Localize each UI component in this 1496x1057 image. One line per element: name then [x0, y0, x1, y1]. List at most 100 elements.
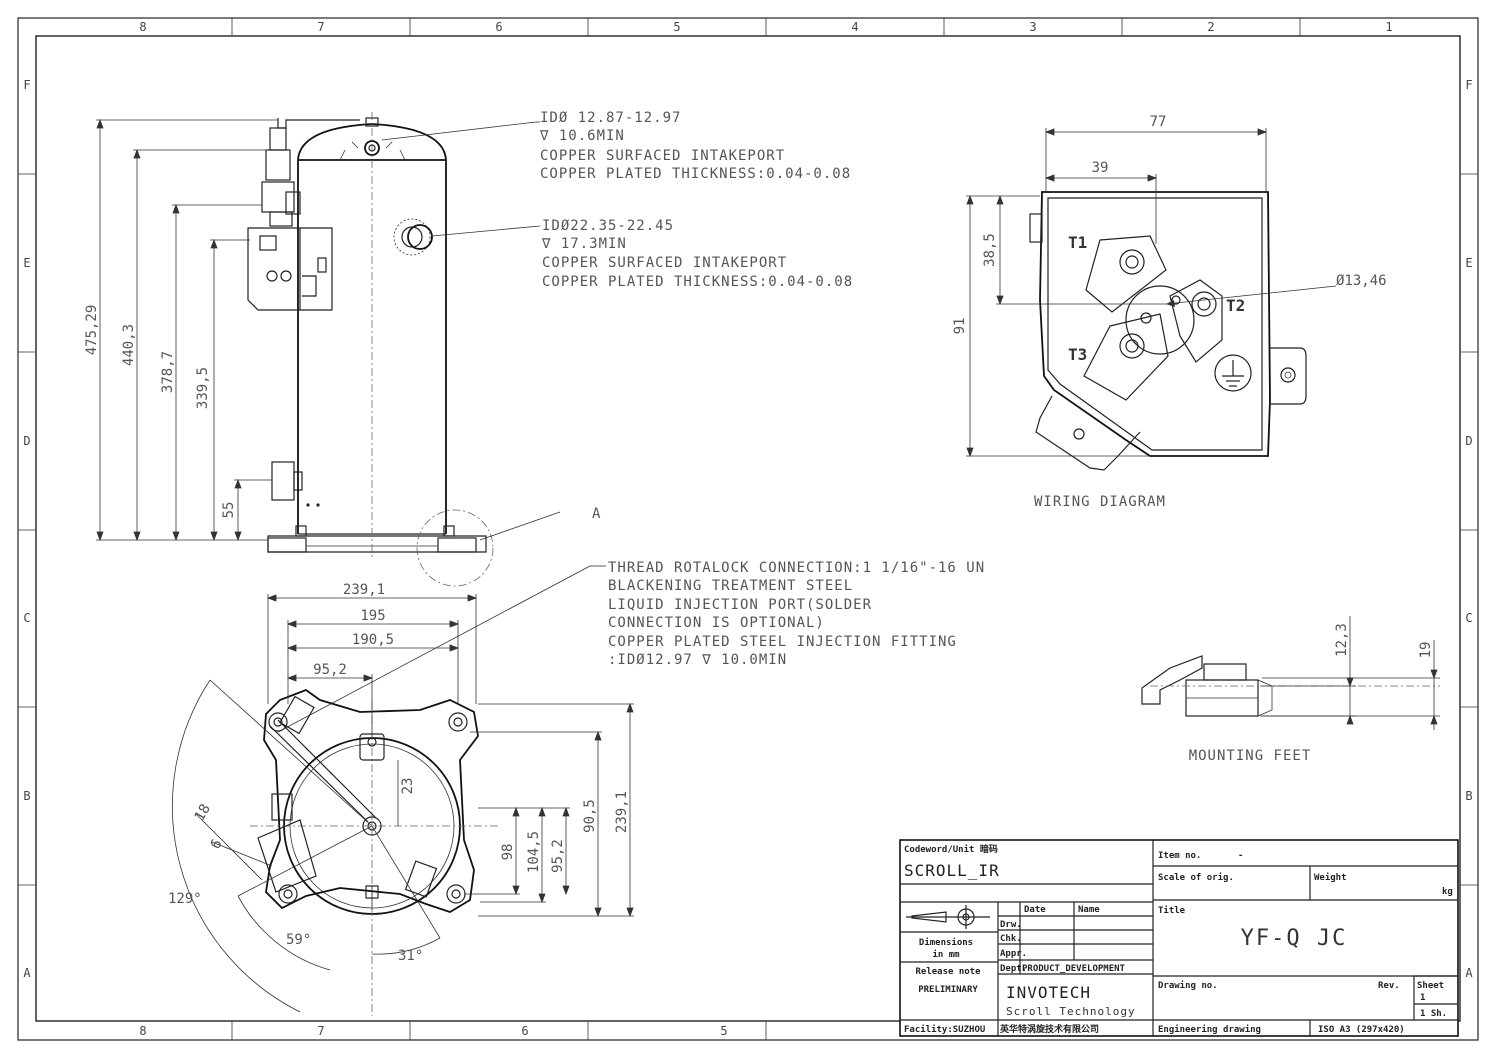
tb-weight-unit: kg: [1442, 887, 1453, 897]
wiring-diagram: [1029, 191, 1337, 471]
zone-top-7: 7: [317, 20, 324, 34]
tb-release-value: PRELIMINARY: [918, 985, 978, 995]
wiring-dimensions: [966, 128, 1268, 458]
dim-top-239: 239,1: [343, 582, 385, 598]
terminal-t1-label: T1: [1068, 233, 1087, 252]
detail-a-label: A: [592, 506, 601, 522]
tb-codeword-label: Codeword/Unit 暗码: [904, 843, 998, 855]
thread-note-line-4: CONNECTION IS OPTIONAL): [608, 615, 825, 631]
tb-name-label: Name: [1078, 905, 1100, 915]
thread-note-line-6: :IDØ12.97 ∇ 10.0MIN: [608, 652, 787, 668]
tb-sheet-total: 1 Sh.: [1420, 1009, 1447, 1019]
tb-release-label: Release note: [915, 967, 981, 977]
mount-dim-19: 19: [1418, 642, 1434, 659]
tb-eng-label: Engineering drawing: [1158, 1024, 1261, 1035]
wiring-dim-77: 77: [1150, 114, 1167, 130]
zone-top-8: 8: [139, 20, 146, 34]
zone-top-6: 6: [495, 20, 502, 34]
tb-dept: Dept.: [1000, 964, 1027, 974]
zone-bottom-5: 5: [720, 1024, 727, 1038]
mounting-dimensions: [1260, 616, 1440, 730]
tb-item-value: -: [1238, 851, 1243, 861]
tb-title: YF-Q JC: [1241, 926, 1348, 951]
wiring-dim-diameter: Ø13,46: [1336, 273, 1387, 289]
callout-side-line-2: ∇ 17.3MIN: [541, 236, 627, 252]
tb-sheet-value: 1: [1420, 993, 1425, 1003]
thread-note-line-2: BLACKENING TREATMENT STEEL: [608, 578, 853, 594]
angle-59: 59°: [286, 932, 311, 948]
top-terminal-box: [257, 819, 317, 893]
terminal-t3-block: [1083, 313, 1169, 401]
tb-drw: Drw.: [1000, 920, 1022, 930]
dim-23: 23: [400, 778, 416, 795]
top-view: [250, 688, 500, 1016]
terminal-t2-block: [1169, 279, 1223, 363]
dim-right-95: 95,2: [550, 839, 566, 873]
callout-top-line-1: IDØ 12.87-12.97: [540, 110, 681, 126]
zone-right-d: D: [1465, 434, 1472, 448]
side-intake-port: [407, 224, 433, 250]
injection-fitting: [271, 461, 295, 501]
terminal-cover: [1039, 191, 1271, 457]
side-view-dimensions: [96, 118, 278, 542]
outer-frame: [17, 17, 1479, 1041]
projection-symbol-icon: [906, 905, 990, 929]
arc-129: [172, 679, 301, 1013]
dim-right-98: 98: [500, 844, 516, 861]
dim-18: 18: [192, 801, 214, 824]
callout-side-line-4: COPPER PLATED THICKNESS:0.04-0.08: [542, 274, 853, 290]
terminal-box: [247, 227, 301, 311]
title-block: [899, 839, 1459, 1037]
dim-6: 6: [208, 837, 226, 852]
callout-top-line-4: COPPER PLATED THICKNESS:0.04-0.08: [540, 166, 851, 182]
dim-top-95: 95,2: [313, 662, 347, 678]
dim-440: 440,3: [121, 324, 137, 366]
dim-right-239: 239,1: [614, 791, 630, 833]
tb-company: INVOTECH: [1006, 983, 1091, 1002]
zone-right-e: E: [1465, 256, 1472, 270]
tb-date-label: Date: [1024, 905, 1046, 915]
dim-right-104: 104,5: [526, 831, 542, 873]
callout-leader-2: [431, 225, 541, 237]
callout-leader-1: [381, 121, 540, 141]
zone-left-f: F: [23, 78, 30, 92]
angle-31: 31°: [398, 948, 423, 964]
zone-right-c: C: [1465, 611, 1472, 625]
tb-drawing-no-label: Drawing no.: [1158, 980, 1218, 991]
zone-right-b: B: [1465, 789, 1472, 803]
zone-right-f: F: [1465, 78, 1472, 92]
zone-left-d: D: [23, 434, 30, 448]
wiring-diagram-label: WIRING DIAGRAM: [1034, 494, 1166, 510]
tb-format: ISO A3 (297x420): [1318, 1025, 1405, 1035]
thread-note-line-5: COPPER PLATED STEEL INJECTION FITTING: [608, 634, 957, 650]
tb-weight-label: Weight: [1314, 872, 1347, 883]
mounting-feet: [1141, 655, 1440, 717]
thread-note-leader: [277, 565, 606, 733]
zone-right-a: A: [1465, 966, 1473, 980]
wiring-dim-91: 91: [952, 318, 968, 335]
zone-top-1: 1: [1385, 20, 1392, 34]
tb-codeword: SCROLL_IR: [904, 861, 1000, 880]
tb-facility: Facility:SUZHOU: [904, 1024, 985, 1035]
detail-a-circle: [416, 509, 494, 587]
side-view: A: [247, 112, 601, 587]
zone-top-3: 3: [1029, 20, 1036, 34]
thread-note-line-3: LIQUID INJECTION PORT(SOLDER: [608, 597, 872, 613]
dim-top-195: 195: [360, 608, 385, 624]
terminal-t3-label: T3: [1068, 345, 1087, 364]
zone-left-c: C: [23, 611, 30, 625]
inner-frame: [35, 35, 1461, 1022]
mounting-feet-label: MOUNTING FEET: [1189, 748, 1312, 764]
thread-note-line-1: THREAD ROTALOCK CONNECTION:1 1/16"-16 UN: [608, 560, 985, 576]
tb-dept-value: PRODUCT_DEVELOPMENT: [1022, 964, 1126, 974]
zone-left-a: A: [23, 966, 31, 980]
callout-top-line-2: ∇ 10.6MIN: [539, 128, 625, 144]
terminal-t2-label: T2: [1226, 296, 1245, 315]
callout-top-line-3: COPPER SURFACED INTAKEPORT: [540, 148, 785, 164]
tb-company-sub: Scroll Technology: [1006, 1005, 1136, 1018]
top-view-dimensions: [172, 594, 634, 1013]
dim-55: 55: [221, 502, 237, 519]
zone-left-b: B: [23, 789, 30, 803]
zone-bottom-8: 8: [139, 1024, 146, 1038]
